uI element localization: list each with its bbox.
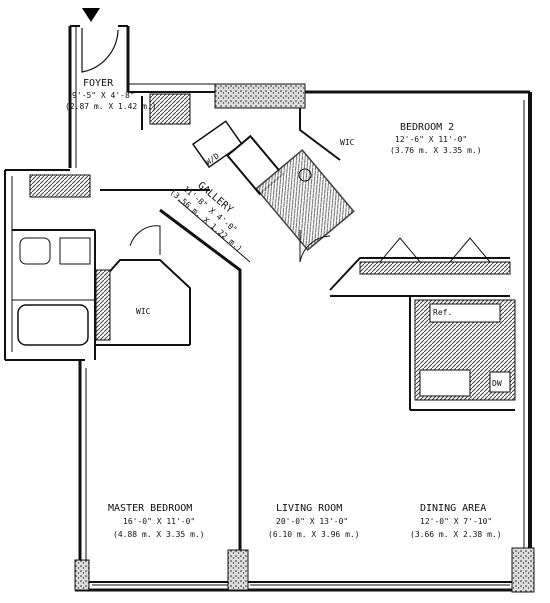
bathroom-master: [17, 174, 111, 346]
dining-dim-imperial: 12'-0" X 7'-10": [420, 517, 492, 526]
column: [511, 547, 535, 593]
refrigerator-label: Ref.: [433, 308, 452, 317]
labels: FOYER 9'-5" X 4'-8" (2.87 m. X 1.42 m.) …: [65, 78, 502, 539]
bedroom2-dim-metric: (3.76 m. X 3.35 m.): [390, 146, 482, 155]
living-dim-metric: (6.10 m. X 3.96 m.): [268, 530, 360, 539]
master-name: MASTER BEDROOM: [108, 503, 192, 514]
entry-arrow-icon: [82, 8, 100, 22]
bathroom-top: [226, 134, 355, 251]
wic-top-label: WIC: [340, 138, 355, 147]
dining-name: DINING AREA: [420, 503, 486, 514]
living-name: LIVING ROOM: [276, 503, 342, 514]
closet-foyer: [141, 93, 191, 130]
walls: [4, 25, 532, 592]
foyer-dim-metric: (2.87 m. X 1.42 m.): [65, 102, 157, 111]
closet-bedroom2: [359, 237, 511, 275]
bedroom2-name: BEDROOM 2: [400, 122, 454, 133]
wic-master-label: WIC: [136, 307, 151, 316]
bedroom2-door: [299, 230, 331, 263]
master-door: [129, 225, 161, 255]
master-dim-metric: (4.88 m. X 3.35 m.): [113, 530, 205, 539]
dishwasher-label: DW: [492, 379, 502, 388]
foyer-name: FOYER: [83, 78, 114, 89]
entry-door: [81, 28, 119, 73]
living-dim-imperial: 20'-0" X 13'-0": [276, 517, 348, 526]
bedroom2-dim-imperial: 12'-6" X 11'-0": [395, 135, 467, 144]
wall-segment: [214, 83, 306, 109]
master-dim-imperial: 16'-0" X 11'-0": [123, 517, 195, 526]
column: [227, 549, 249, 591]
kitchen-counter: [414, 299, 516, 401]
foyer-dim-imperial: 9'-5" X 4'-8": [72, 91, 135, 100]
dining-dim-metric: (3.66 m. X 2.38 m.): [410, 530, 502, 539]
washer-dryer: [191, 120, 243, 169]
column: [74, 559, 90, 591]
